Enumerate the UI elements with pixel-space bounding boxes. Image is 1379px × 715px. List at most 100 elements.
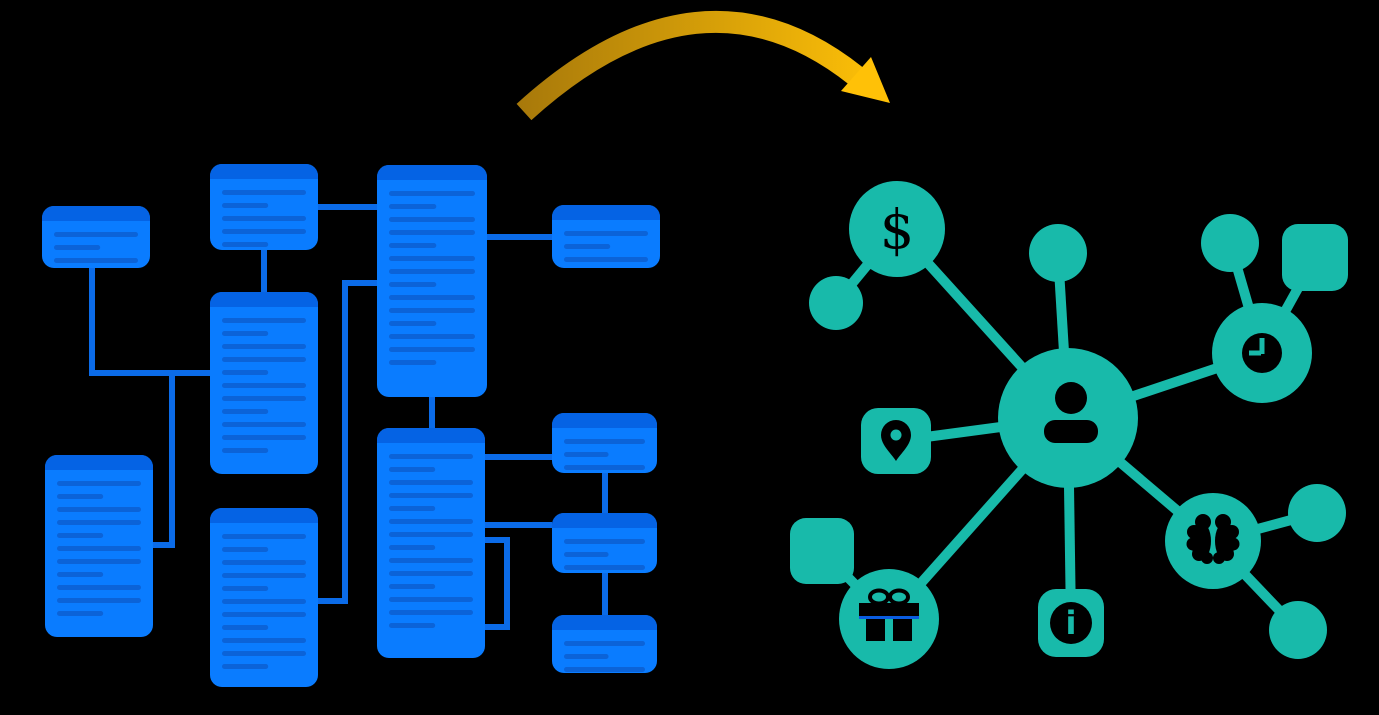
table-text-line [222, 203, 269, 208]
node-brain-sub-2 [1269, 601, 1327, 659]
table-text-line [57, 611, 104, 616]
table-text-line [389, 230, 475, 235]
table-9 [552, 413, 657, 473]
table-text-line [389, 308, 475, 313]
table-text-line [389, 584, 436, 589]
node-circle [1269, 601, 1327, 659]
table-text-line [564, 465, 645, 470]
table-text-line [389, 545, 436, 550]
table-text-line [222, 625, 269, 630]
table-text-line [222, 651, 306, 656]
node-square [790, 518, 854, 584]
node-square [1282, 224, 1348, 291]
table-text-line [54, 245, 101, 250]
table-header [210, 164, 318, 179]
person-icon [1044, 382, 1098, 443]
table-text-line [222, 435, 306, 440]
table-text-line [389, 571, 473, 576]
table-4 [552, 205, 660, 268]
table-6 [210, 508, 318, 687]
table-text-line [564, 641, 645, 646]
table-text-line [564, 552, 609, 557]
table-text-line [389, 243, 437, 248]
table-text-line [222, 638, 306, 643]
table-header [210, 508, 318, 523]
table-text-line [222, 242, 269, 247]
table-text-line [57, 598, 141, 603]
table-text-line [389, 347, 475, 352]
table-text-line [389, 558, 473, 563]
node-circle [1288, 484, 1346, 542]
table-text-line [564, 231, 648, 236]
table-text-line [564, 439, 645, 444]
table-header [552, 513, 657, 528]
table-text-line [57, 546, 141, 551]
table-text-line [222, 409, 269, 414]
table-text-line [222, 664, 269, 669]
table-text-line [389, 282, 437, 287]
clock-icon [1242, 333, 1282, 373]
table-text-line [389, 204, 437, 209]
dollar-icon: $ [880, 198, 914, 261]
table-1 [42, 206, 150, 268]
node-info: i [1038, 589, 1104, 657]
table-text-line [222, 448, 269, 453]
table-text-line [389, 467, 436, 472]
node-time-sub-circle [1201, 214, 1259, 272]
table-text-line [564, 565, 645, 570]
table-header [377, 428, 485, 443]
table-text-line [222, 318, 306, 323]
graph-structure-diagram: $i [790, 181, 1348, 669]
table-header [45, 455, 153, 470]
table-text-line [389, 623, 436, 628]
table-text-line [389, 334, 475, 339]
table-text-line [222, 229, 306, 234]
table-text-line [54, 232, 138, 237]
table-text-line [57, 533, 104, 538]
gift-icon [859, 588, 919, 641]
table-text-line [57, 507, 141, 512]
relational-structure-diagram [42, 164, 660, 687]
table-text-line [389, 360, 437, 365]
table-text-line [389, 321, 437, 326]
arrow-head-icon [841, 57, 890, 103]
table-text-line [389, 480, 473, 485]
table-text-line [222, 357, 306, 362]
table-2 [210, 164, 318, 250]
table-header [552, 615, 657, 630]
table-header [42, 206, 150, 221]
node-money: $ [849, 181, 945, 277]
table-text-line [222, 547, 269, 552]
table-text-line [222, 344, 306, 349]
table-3 [377, 165, 487, 397]
table-11 [552, 615, 657, 673]
table-text-line [222, 599, 306, 604]
table-10 [552, 513, 657, 573]
table-8 [377, 428, 485, 658]
arrow-curve [516, 10, 863, 121]
table-text-line [222, 383, 306, 388]
link-8-loop [485, 537, 510, 630]
table-text-line [57, 559, 141, 564]
table-text-line [222, 534, 306, 539]
table-text-line [57, 572, 104, 577]
table-7 [45, 455, 153, 637]
table-text-line [389, 256, 475, 261]
node-circle [1201, 214, 1259, 272]
node-gift-sub-square [790, 518, 854, 584]
brain-icon [1186, 514, 1240, 564]
table-text-line [222, 422, 306, 427]
table-header [377, 165, 487, 180]
table-header [210, 292, 318, 307]
table-text-line [564, 667, 645, 672]
node-person [998, 348, 1138, 488]
table-text-line [564, 257, 648, 262]
svg-text:i: i [1066, 604, 1077, 642]
table-text-line [564, 452, 609, 457]
node-circle [849, 181, 945, 277]
link-1-7 [153, 373, 175, 548]
table-text-line [564, 244, 611, 249]
table-header [552, 413, 657, 428]
node-time-sub-square [1282, 224, 1348, 291]
